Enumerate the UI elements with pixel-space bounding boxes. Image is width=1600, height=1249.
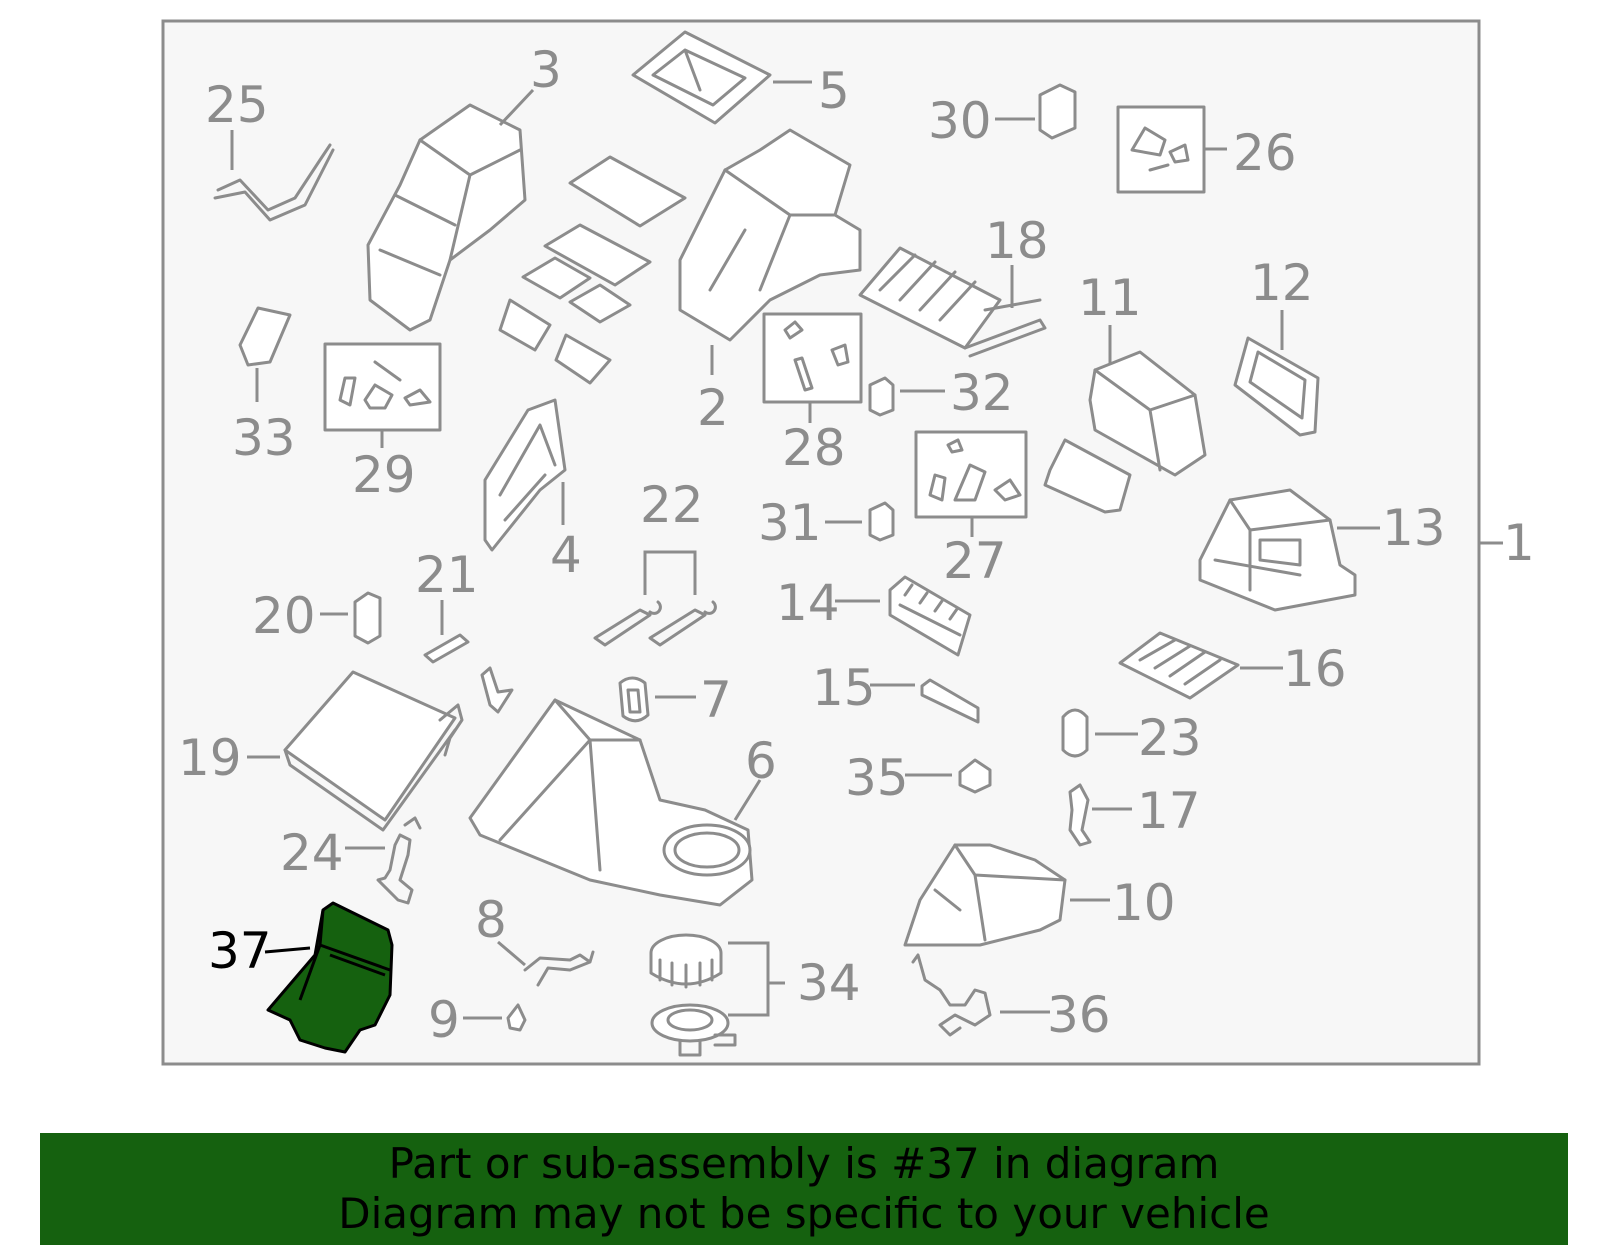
callout-2: 2 <box>697 379 729 437</box>
misc-plates <box>498 155 687 385</box>
callout-3: 3 <box>530 41 562 99</box>
callout-36: 36 <box>1047 986 1111 1044</box>
part-18-evaporator[interactable] <box>858 246 1047 358</box>
part-9-clip[interactable] <box>506 1003 527 1032</box>
part-7-seal[interactable] <box>618 676 650 723</box>
banner-line-2: Diagram may not be specific to your vehi… <box>338 1189 1270 1238</box>
callout-1: 1 <box>1503 514 1535 572</box>
part-8-harness[interactable] <box>523 950 595 987</box>
part-36-harness[interactable] <box>911 953 992 1037</box>
part-28-kit[interactable] <box>762 312 863 404</box>
callout-23: 23 <box>1138 709 1202 767</box>
part-37-highlighted[interactable] <box>266 901 394 1054</box>
part-13-case[interactable] <box>1198 488 1357 612</box>
part-16-grille[interactable] <box>1118 631 1240 700</box>
part-27-kit[interactable] <box>914 430 1028 519</box>
callout-15: 15 <box>812 659 876 717</box>
part-17-gasket[interactable] <box>1068 783 1092 847</box>
callout-10: 10 <box>1112 874 1176 932</box>
part-19-core[interactable] <box>283 670 464 832</box>
callout-22: 22 <box>640 476 704 534</box>
callout-30: 30 <box>928 92 992 150</box>
part-33-nozzle[interactable] <box>238 306 292 367</box>
part-35-actuator[interactable] <box>958 758 992 794</box>
part-31-clip[interactable] <box>868 501 895 542</box>
callout-20: 20 <box>252 587 316 645</box>
part-23-seal[interactable] <box>1061 708 1089 758</box>
callout-13: 13 <box>1382 499 1446 557</box>
notice-banner: Part or sub-assembly is #37 in diagram D… <box>40 1133 1568 1245</box>
small-bracket <box>480 666 514 714</box>
part-24-harness[interactable] <box>376 816 422 905</box>
part-12-frame[interactable] <box>1233 336 1320 437</box>
part-30-clip[interactable] <box>1038 83 1077 140</box>
callout-17: 17 <box>1137 782 1201 840</box>
callout-9: 9 <box>428 991 460 1049</box>
callout-25: 25 <box>205 76 269 134</box>
part-34-blower-motor[interactable] <box>649 933 737 1057</box>
callout-7: 7 <box>700 671 732 729</box>
callout-4: 4 <box>550 526 582 584</box>
banner-line-1: Part or sub-assembly is #37 in diagram <box>388 1139 1220 1188</box>
callout-27: 27 <box>943 532 1007 590</box>
callout-19: 19 <box>178 729 242 787</box>
part-32-clip[interactable] <box>868 376 895 417</box>
part-6-blower-case[interactable] <box>468 698 754 907</box>
callout-35: 35 <box>845 749 909 807</box>
callout-6: 6 <box>745 732 777 790</box>
callout-11: 11 <box>1078 269 1142 327</box>
part-20-clip[interactable] <box>353 591 382 645</box>
part-26-kit[interactable] <box>1116 105 1206 194</box>
callout-21: 21 <box>415 546 479 604</box>
part-15-seal[interactable] <box>920 678 980 724</box>
callout-24: 24 <box>280 824 344 882</box>
callout-29: 29 <box>352 446 416 504</box>
part-2-housing[interactable] <box>678 128 862 342</box>
callout-14: 14 <box>776 574 840 632</box>
part-25-hose[interactable] <box>213 143 335 222</box>
callout-8: 8 <box>475 891 507 949</box>
callout-33: 33 <box>232 409 296 467</box>
part-29-kit[interactable] <box>323 342 442 432</box>
callout-26: 26 <box>1233 124 1297 182</box>
callout-18: 18 <box>985 212 1049 270</box>
part-4-bracket[interactable] <box>483 398 567 552</box>
part-10-case[interactable] <box>903 843 1067 947</box>
callout-34: 34 <box>797 954 861 1012</box>
callout-31: 31 <box>758 494 822 552</box>
callout-32: 32 <box>950 364 1014 422</box>
callout-12: 12 <box>1250 254 1314 312</box>
part-14-filter[interactable] <box>888 575 972 657</box>
callout-28: 28 <box>782 419 846 477</box>
callout-37: 37 <box>208 922 272 980</box>
part-3-duct[interactable] <box>366 103 527 332</box>
part-22-bolts[interactable] <box>593 600 717 647</box>
part-11-case[interactable] <box>1043 350 1207 514</box>
callout-16: 16 <box>1283 640 1347 698</box>
part-5-cover[interactable] <box>631 30 772 125</box>
callout-5: 5 <box>818 62 850 120</box>
part-21-seal[interactable] <box>423 633 470 664</box>
